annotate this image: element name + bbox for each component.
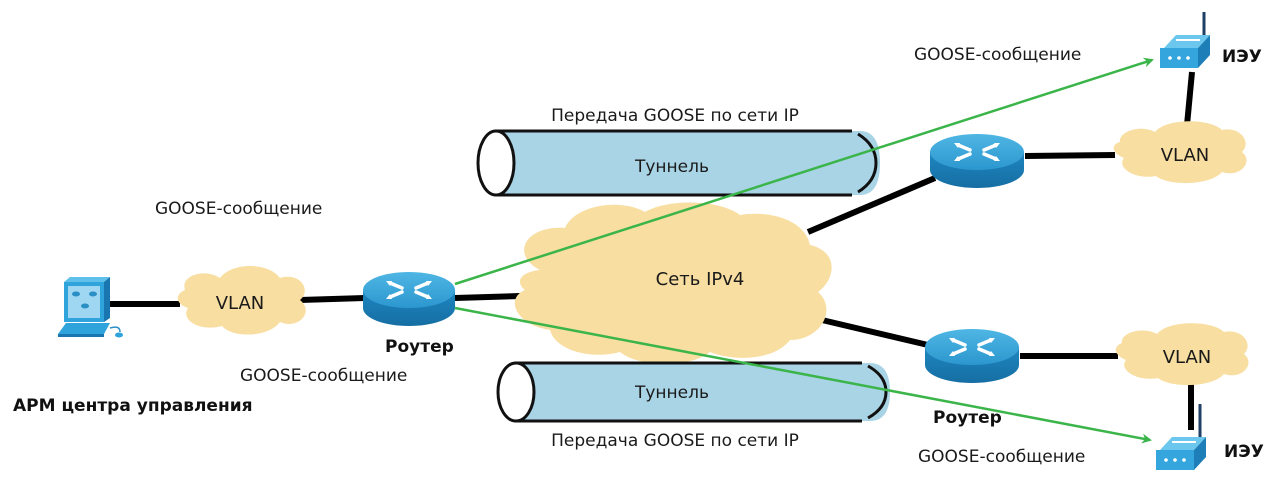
- link-router-top-vlan: [1024, 152, 1116, 159]
- ied-bottom-icon: [1156, 404, 1206, 470]
- link-vlan-ied-top: [1184, 71, 1195, 126]
- tunnel-bottom: Туннель Передача GOOSE по сети IP: [496, 361, 890, 451]
- links: [105, 71, 1195, 430]
- link-vlan-router-left: [299, 295, 366, 303]
- tunnel-bottom-label: Туннель: [634, 383, 709, 403]
- goose-arrow-bottom: [454, 306, 1152, 444]
- router-bottom-right-icon: [925, 329, 1019, 383]
- link-network-router-top: [806, 175, 937, 235]
- network-label: Сеть IPv4: [656, 269, 745, 290]
- router-left-icon: [363, 272, 455, 326]
- link-network-router-bottom: [821, 317, 929, 348]
- link-router-left-network: [454, 293, 521, 301]
- workstation-label: АРМ центра управления: [13, 396, 253, 416]
- vlan-left-label: VLAN: [216, 293, 265, 314]
- tunnel-top: Туннель Передача GOOSE по сети IP: [476, 106, 880, 197]
- router-left-label: Роутер: [385, 337, 454, 357]
- goose-label-top-right: GOOSE-сообщение: [914, 45, 1081, 65]
- goose-label-left-top: GOOSE-сообщение: [155, 199, 322, 219]
- vlan-top-right-label: VLAN: [1161, 145, 1210, 166]
- workstation-icon: [58, 277, 123, 338]
- tunnel-top-title: Передача GOOSE по сети IP: [551, 106, 799, 126]
- router-top-right-icon: [930, 134, 1024, 188]
- tunnel-bottom-title: Передача GOOSE по сети IP: [551, 431, 799, 451]
- router-bottom-right-label: Роутер: [933, 408, 1002, 428]
- goose-label-bottom-right: GOOSE-сообщение: [918, 447, 1085, 467]
- vlan-cloud-bottom-right: VLAN: [1115, 323, 1249, 386]
- vlan-bottom-right-label: VLAN: [1163, 347, 1212, 368]
- vlan-cloud-top-right: VLAN: [1113, 121, 1247, 184]
- goose-arrow-top: [454, 57, 1154, 286]
- tunnel-top-label: Туннель: [634, 157, 709, 177]
- ipv4-network-cloud: Сеть IPv4: [514, 202, 832, 364]
- ied-bottom-label: ИЭУ: [1224, 442, 1264, 462]
- ied-top-label: ИЭУ: [1222, 47, 1262, 67]
- ied-top-icon: [1160, 12, 1210, 68]
- goose-label-left-bottom: GOOSE-сообщение: [240, 366, 407, 386]
- vlan-cloud-left: VLAN: [177, 266, 306, 335]
